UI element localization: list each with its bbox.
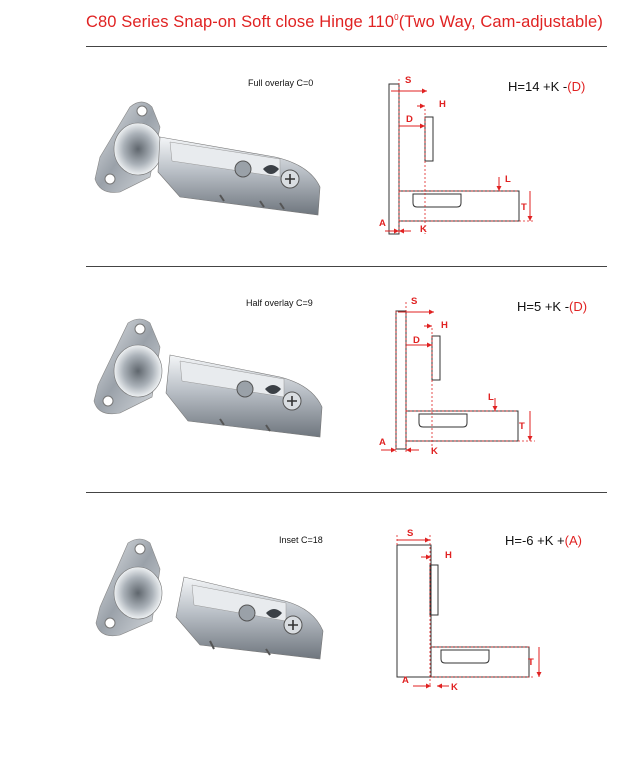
label-t: T <box>528 657 534 668</box>
hinge-photo <box>95 538 324 660</box>
label-a: A <box>379 218 386 229</box>
label-k: K <box>451 682 458 693</box>
label-s: S <box>407 528 413 539</box>
label-a: A <box>379 437 386 448</box>
hinge-photo <box>94 101 321 216</box>
label-t: T <box>521 202 527 213</box>
label-h: H <box>439 99 446 110</box>
label-l: L <box>488 392 494 403</box>
overlay-caption: Half overlay C=9 <box>246 298 313 308</box>
label-d: D <box>406 114 413 125</box>
dimension-diagram: S H D L T A K <box>379 296 535 457</box>
label-s: S <box>411 296 417 307</box>
hinge-photo <box>93 318 323 438</box>
label-s: S <box>405 75 411 86</box>
hinge-illustration <box>93 318 323 438</box>
formula: H=-6 +K +(A) <box>505 533 582 548</box>
dimension-diagram: S H T A K <box>396 528 542 693</box>
label-k: K <box>431 446 438 457</box>
label-h: H <box>445 550 452 561</box>
label-a: A <box>402 675 409 686</box>
section-full-overlay: Full overlay C=0 H=14 +K -(D) <box>0 47 628 257</box>
page-title: C80 Series Snap-on Soft close Hinge 1100… <box>86 13 603 31</box>
label-l: L <box>505 174 511 185</box>
divider-1 <box>86 266 607 267</box>
divider-2 <box>86 492 607 493</box>
dimension-diagram: S H D L T A K <box>379 75 535 235</box>
label-k: K <box>420 224 427 235</box>
section-inset: Inset C=18 H=-6 +K +(A) <box>0 493 628 703</box>
overlay-caption: Full overlay C=0 <box>248 78 314 88</box>
overlay-caption: Inset C=18 <box>279 535 323 545</box>
formula: H=14 +K -(D) <box>508 79 586 94</box>
divider-top <box>86 46 607 47</box>
hinge-illustration <box>94 101 321 216</box>
label-h: H <box>441 320 448 331</box>
label-t: T <box>519 421 525 432</box>
formula: H=5 +K -(D) <box>517 299 588 314</box>
section-half-overlay: Half overlay C=9 H=5 +K -(D) <box>0 267 628 477</box>
hinge-illustration <box>95 538 324 660</box>
label-d: D <box>413 335 420 346</box>
